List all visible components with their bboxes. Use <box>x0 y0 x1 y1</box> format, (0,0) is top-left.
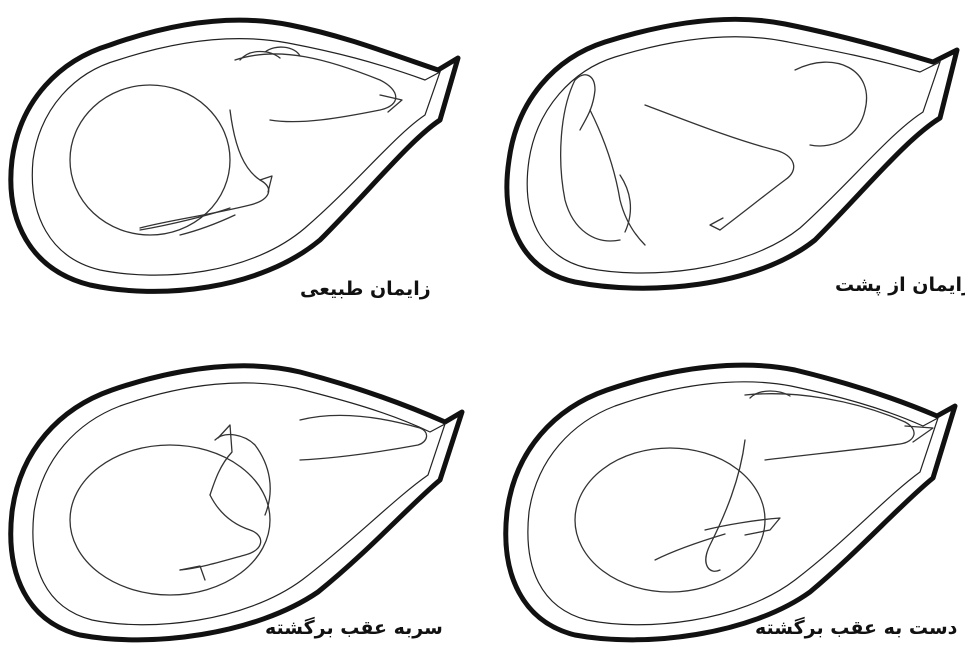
uterus-inner-wall <box>528 382 938 625</box>
caption-normal: زایمان طبیعی <box>300 278 431 300</box>
diagram-normal-presentation: زایمان طبیعی <box>0 0 470 300</box>
diagram-leg-turned-back: دست به عقب برگشته <box>495 330 965 650</box>
fetus-figure <box>70 415 427 595</box>
caption-posterior: زایمان از پشت <box>835 274 965 296</box>
uterus-inner-wall <box>32 39 440 276</box>
uterus-head-back-svg <box>0 330 470 650</box>
caption-leg-turned-back: دست به عقب برگشته <box>755 617 957 639</box>
caption-head-turned-back: سربه عقب برگشته <box>265 617 443 639</box>
uterus-inner-wall <box>527 37 940 273</box>
uterus-leg-back-svg <box>495 330 965 650</box>
uterus-outline <box>11 366 462 640</box>
diagram-posterior-presentation: زایمان از پشت <box>495 0 965 300</box>
uterus-outline <box>507 19 957 288</box>
uterus-posterior-svg <box>495 0 965 300</box>
uterus-outline <box>506 365 955 640</box>
fetus-figure <box>575 391 933 592</box>
diagram-head-turned-back: سربه عقب برگشته <box>0 330 470 650</box>
fetus-figure <box>561 62 867 245</box>
uterus-normal-svg <box>0 0 470 300</box>
uterus-outline <box>11 20 458 291</box>
